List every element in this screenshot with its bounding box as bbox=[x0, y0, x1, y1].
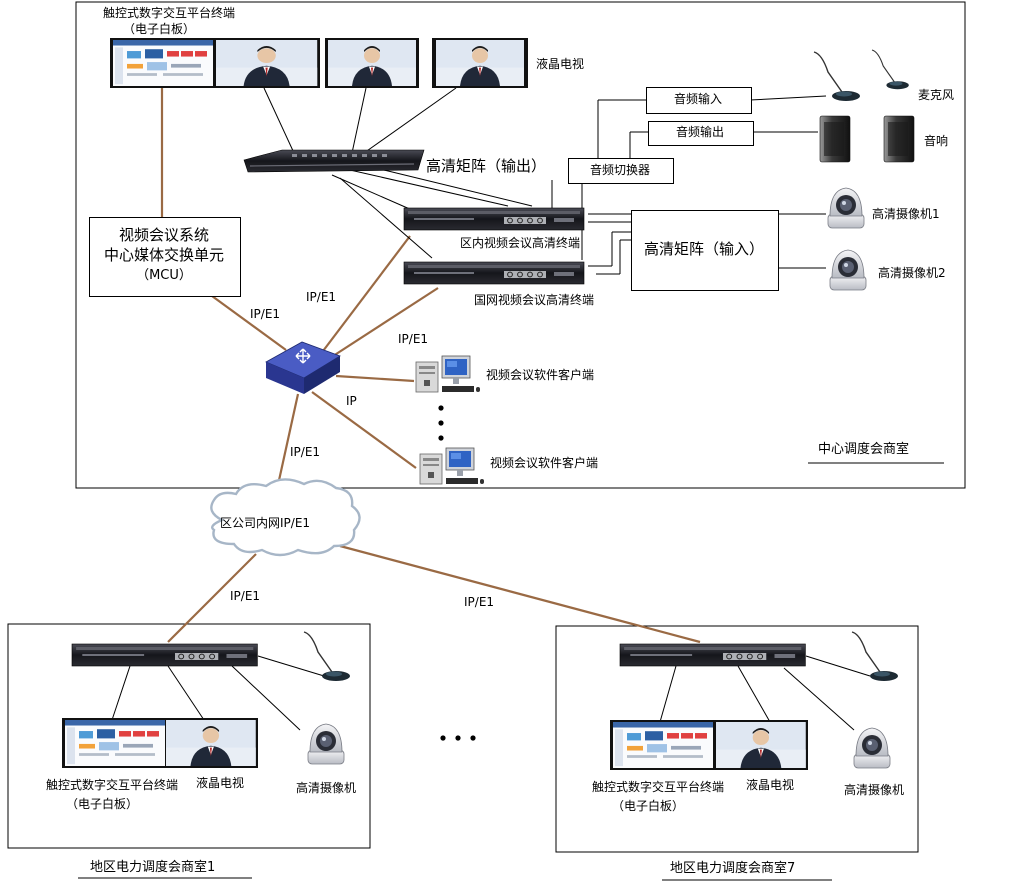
link-label-2: IP/E1 bbox=[250, 307, 281, 321]
mic-label: 麦克风 bbox=[918, 88, 955, 102]
center-room-title: 中心调度会商室 bbox=[818, 442, 910, 457]
regional-7-mic-icon bbox=[851, 631, 899, 682]
center-whiteboard-label: 触控式数字交互平台终端 bbox=[102, 6, 235, 20]
center-speaker-2-icon bbox=[883, 115, 915, 163]
regional-7-lcd-label: 液晶电视 bbox=[746, 778, 795, 792]
vertical-ellipsis bbox=[438, 405, 444, 441]
audio-input-label: 音频输入 bbox=[673, 92, 722, 106]
link-label-3: IP/E1 bbox=[398, 332, 429, 346]
center-lcd-tv-1 bbox=[325, 38, 419, 88]
hd-matrix-input-label: 高清矩阵（输入） bbox=[643, 240, 764, 258]
link-label-7: IP/E1 bbox=[464, 595, 495, 609]
client2-label: 视频会议软件客户端 bbox=[490, 456, 599, 470]
regional-7-whiteboard bbox=[610, 720, 808, 770]
regional-1-whiteboard-label: 触控式数字交互平台终端 bbox=[45, 778, 178, 792]
district-terminal-label: 区内视频会议高清终端 bbox=[460, 236, 581, 250]
national-terminal-label: 国网视频会议高清终端 bbox=[474, 293, 595, 307]
audio-output-label: 音频输出 bbox=[675, 125, 724, 139]
client1-label: 视频会议软件客户端 bbox=[486, 368, 595, 382]
center-camera-2-icon bbox=[829, 249, 867, 291]
regional-1-mic-icon bbox=[303, 631, 351, 682]
regional-1-whiteboard-sub: （电子白板） bbox=[65, 797, 138, 811]
link-label-4: IP bbox=[346, 394, 357, 408]
software-client-pc-2 bbox=[419, 447, 485, 485]
regional-7-whiteboard-label: 触控式数字交互平台终端 bbox=[591, 780, 724, 794]
regional-room-1-border bbox=[7, 623, 371, 849]
software-client-pc-1 bbox=[415, 355, 481, 393]
hd-matrix-output-label: 高清矩阵（输出） bbox=[426, 157, 547, 175]
audio-output-box bbox=[648, 121, 754, 146]
hd-matrix-input-box bbox=[631, 210, 779, 291]
regional-7-terminal-device bbox=[619, 643, 806, 667]
link-label-6: IP/E1 bbox=[230, 589, 261, 603]
regional-1-lcd-label: 液晶电视 bbox=[196, 776, 245, 790]
audio-switcher-label: 音频切换器 bbox=[589, 163, 650, 177]
regional-7-camera-label: 高清摄像机 bbox=[844, 783, 905, 797]
mcu-line3: （MCU） bbox=[136, 268, 192, 283]
intranet-cloud-icon bbox=[210, 478, 361, 557]
regional-room-7-border bbox=[555, 625, 919, 853]
mcu-box bbox=[89, 217, 241, 297]
regional-1-camera-icon bbox=[307, 723, 345, 765]
speaker-label: 音响 bbox=[924, 134, 949, 148]
regional-1-terminal-device bbox=[71, 643, 258, 667]
regional-7-whiteboard-sub: （电子白板） bbox=[611, 799, 684, 813]
link-label-1: IP/E1 bbox=[306, 290, 337, 304]
regional-7-title: 地区电力调度会商室7 bbox=[670, 861, 796, 876]
regional-7-camera-icon bbox=[853, 727, 891, 769]
center-mic-1-icon bbox=[813, 51, 861, 102]
national-hd-terminal-device bbox=[403, 261, 585, 285]
regional-1-camera-label: 高清摄像机 bbox=[296, 781, 357, 795]
cloud-label: 区公司内网IP/E1 bbox=[220, 516, 311, 530]
district-hd-terminal-device bbox=[403, 207, 585, 231]
center-camera-1-icon bbox=[827, 187, 865, 229]
link-label-5: IP/E1 bbox=[290, 445, 321, 459]
regional-1-whiteboard bbox=[62, 718, 258, 768]
center-room-border bbox=[75, 1, 966, 489]
camera2-label: 高清摄像机2 bbox=[878, 266, 946, 280]
hd-matrix-output-device bbox=[243, 149, 425, 173]
network-links bbox=[160, 82, 701, 644]
center-whiteboard-sub: （电子白板） bbox=[122, 22, 195, 36]
horizontal-ellipsis bbox=[440, 735, 476, 741]
audio-switcher-box bbox=[568, 158, 674, 184]
signal-lines bbox=[111, 87, 871, 731]
camera1-label: 高清摄像机1 bbox=[872, 207, 940, 221]
mcu-line1: 视频会议系统 bbox=[118, 226, 209, 244]
center-mic-2-icon bbox=[871, 49, 910, 90]
center-whiteboard bbox=[110, 38, 320, 88]
regional-1-title: 地区电力调度会商室1 bbox=[90, 860, 216, 875]
network-switch-icon bbox=[265, 341, 341, 394]
center-lcd-label: 液晶电视 bbox=[536, 57, 585, 71]
audio-input-box bbox=[646, 87, 752, 114]
center-speaker-1-icon bbox=[819, 115, 851, 163]
center-lcd-tv-2 bbox=[432, 38, 528, 88]
mcu-line2: 中心媒体交换单元 bbox=[103, 246, 224, 264]
